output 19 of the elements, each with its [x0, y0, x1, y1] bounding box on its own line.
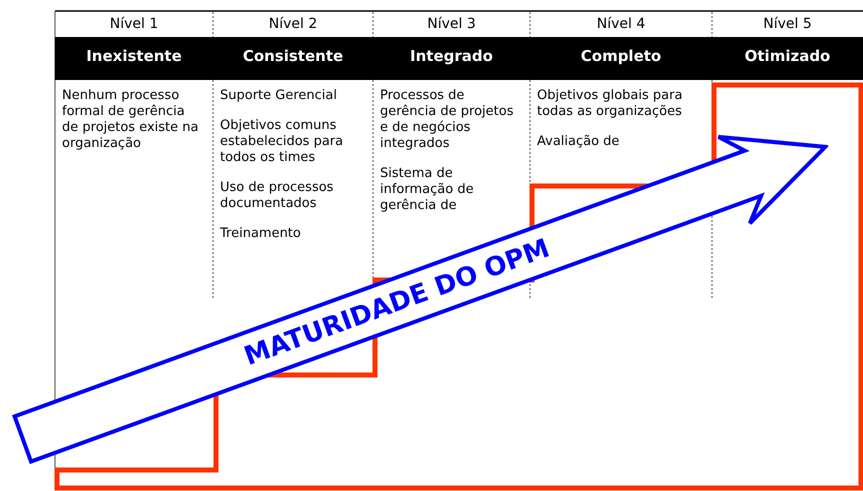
level-label: Nível 1 [108, 16, 160, 32]
level-label: Nível 3 [426, 16, 477, 32]
cell-text: Sistema de informação de gerência de [380, 166, 475, 214]
level-name: Otimizado [744, 47, 832, 65]
level-name: Consistente [242, 47, 344, 65]
cell-text: Objetivos comuns estabelecidos para todos os times [220, 118, 344, 166]
cell-text: Avaliação de [537, 134, 620, 150]
level-label: Nível 4 [596, 16, 646, 32]
cell-text: Processos de gerência de projetos e de negócios integrados [380, 88, 514, 152]
cell-text: Uso de processos documentados [220, 180, 334, 212]
cell-text: Suporte Gerencial [220, 88, 338, 104]
cell-text: Objetivos globais para todas as organizações [537, 88, 684, 120]
cell-text: Treinamento [220, 226, 302, 242]
level-name: Completo [580, 47, 662, 65]
level-name: Inexistente [85, 47, 183, 65]
cell-text: Nenhum processo formal de gerência de projetos existe na organização [62, 88, 200, 152]
level-name: Integrado [409, 47, 494, 65]
level-label: Nível 2 [268, 16, 318, 32]
level-label: Nível 5 [762, 16, 813, 32]
